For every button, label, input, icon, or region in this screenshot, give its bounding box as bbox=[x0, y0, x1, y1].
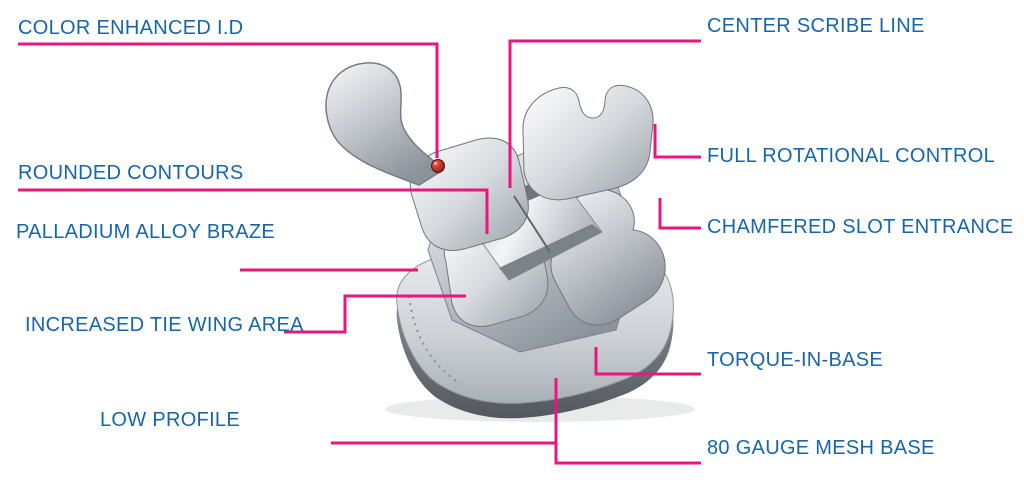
label-palladium-alloy-braze: PALLADIUM ALLOY BRAZE bbox=[16, 221, 275, 243]
label-rounded-contours: ROUNDED CONTOURS bbox=[18, 162, 244, 184]
label-increased-tie-wing-area: INCREASED TIE WING AREA bbox=[25, 314, 304, 336]
label-torque-in-base: TORQUE-IN-BASE bbox=[707, 349, 884, 371]
leader-color-enhanced-id bbox=[18, 42, 439, 158]
leader-chamfered-slot-entrance bbox=[658, 198, 701, 230]
slot-wall-lower bbox=[499, 224, 602, 280]
color-id-dot-highlight bbox=[433, 161, 438, 166]
label-full-rotational-control: FULL ROTATIONAL CONTROL bbox=[707, 145, 996, 167]
label-color-enhanced-id: COLOR ENHANCED I.D bbox=[18, 17, 244, 39]
tie-wing-upper-right bbox=[522, 84, 654, 201]
leader-torque-in-base bbox=[594, 347, 701, 376]
leader-full-rotational-control bbox=[653, 124, 701, 159]
hook-arm bbox=[325, 62, 445, 186]
leader-80-gauge-mesh-base bbox=[554, 378, 701, 465]
leader-center-scribe-line bbox=[508, 39, 701, 188]
label-80-gauge-mesh-base: 80 GAUGE MESH BASE bbox=[707, 437, 935, 459]
leader-rounded-contours bbox=[18, 188, 489, 234]
label-chamfered-slot-entrance: CHAMFERED SLOT ENTRANCE bbox=[707, 216, 1014, 238]
label-center-scribe-line: CENTER SCRIBE LINE bbox=[707, 15, 925, 37]
center-scribe-line-mark bbox=[513, 195, 551, 253]
leader-increased-tie-wing-area bbox=[284, 294, 466, 334]
label-low-profile: LOW PROFILE bbox=[100, 409, 240, 431]
color-id-dot bbox=[431, 159, 445, 173]
